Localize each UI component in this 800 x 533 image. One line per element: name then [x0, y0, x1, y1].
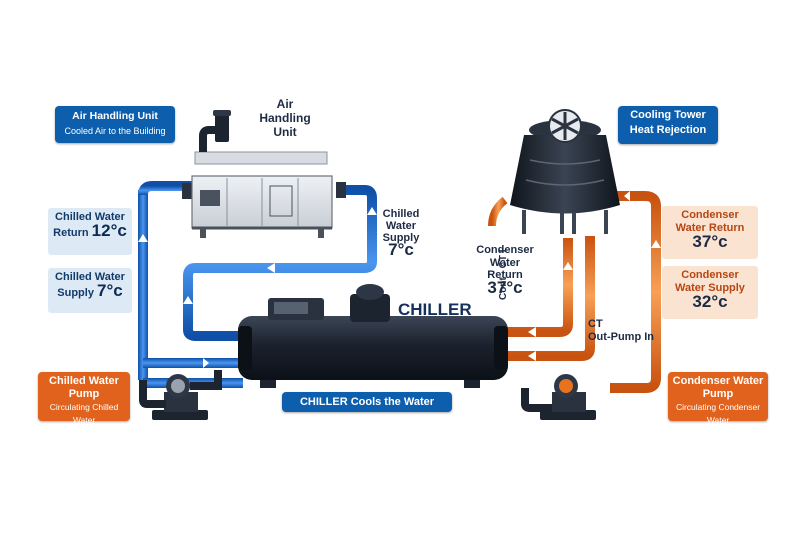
ahu-callout-sub: Cooled Air to the Building — [64, 126, 166, 136]
ahu-label: Air Handling Unit — [259, 97, 311, 139]
cooling-tower — [510, 109, 620, 234]
flow-arrow-up — [367, 207, 377, 215]
chilled-supply-temp: 7°c — [97, 281, 123, 300]
valve-icon — [182, 183, 192, 199]
condenser-return-panel: Condenser Water Return 37°c — [662, 206, 758, 259]
condenser-return-riser — [505, 238, 573, 337]
condenser-return-temp: 37°c — [487, 277, 523, 297]
chilled-supply-temp: 7°c — [388, 240, 414, 259]
chilled-return-temp: 12°c — [91, 221, 127, 240]
flow-arrow-up — [563, 262, 573, 270]
flow-arrow-right — [203, 358, 209, 368]
exhaust-duct — [215, 112, 229, 142]
flow-arrow-up — [183, 296, 193, 304]
chilled-return-elbow — [138, 181, 195, 196]
chilled-water-return-panel: Chilled Water Return 12°c — [48, 208, 132, 255]
flow-arrow-left — [528, 327, 536, 337]
chiller-banner: CHILLER Cools the Water — [282, 392, 452, 412]
valve-icon — [336, 182, 346, 198]
flow-arrow-up — [138, 234, 148, 242]
flow-arrow-right — [267, 263, 275, 273]
ahu-callout: Air Handling Unit Cooled Air to the Buil… — [55, 106, 175, 143]
chilled-water-pump-callout: Chilled Water Pump Circulating Chilled W… — [38, 372, 130, 425]
condenser-return-riser-2 — [505, 236, 595, 361]
chilled-water-supply-label: Chilled Water Supply 7°c — [376, 208, 426, 259]
air-handling-unit — [191, 110, 333, 238]
flow-arrow-left — [528, 351, 536, 361]
ct-out-pump-in-label: CT Out-Pump In — [588, 318, 654, 343]
chilled-water-pump — [139, 370, 222, 420]
chiller-label: CHILLER — [398, 300, 472, 319]
compressor — [350, 294, 390, 322]
chilled-inlet-header — [143, 358, 243, 368]
cont-ct-label: Cont - CT I — [498, 249, 509, 300]
cooling-tower-callout: Cooling Tower Heat Rejection — [618, 106, 718, 144]
chilled-return-riser — [138, 190, 148, 380]
condenser-water-pump — [521, 374, 596, 420]
condenser-supply-panel: Condenser Water Supply 32°c — [662, 266, 758, 319]
condenser-water-pump-callout: Condenser Water Pump Circulating Condens… — [668, 372, 768, 425]
flow-arrow-left — [624, 191, 630, 201]
condenser-supply-riser — [610, 191, 661, 393]
chilled-water-supply-panel: Chilled Water Supply 7°c — [48, 268, 132, 313]
flow-arrow-up — [651, 240, 661, 248]
ahu-panel — [200, 190, 220, 206]
pump-impeller-icon — [171, 379, 185, 393]
chilled-water-piping — [138, 181, 377, 388]
condenser-return-temp: 37°c — [692, 232, 728, 251]
pump-impeller-icon — [559, 379, 573, 393]
condenser-water-return-label: Condenser Water Return 37°c — [470, 244, 540, 297]
tower-shell — [510, 135, 620, 214]
condenser-supply-temp: 32°c — [692, 292, 728, 311]
chiller — [238, 284, 508, 388]
chiller-shell — [238, 316, 508, 380]
chilled-supply-loop — [183, 185, 377, 341]
ahu-callout-title: Air Handling Unit — [72, 110, 158, 122]
